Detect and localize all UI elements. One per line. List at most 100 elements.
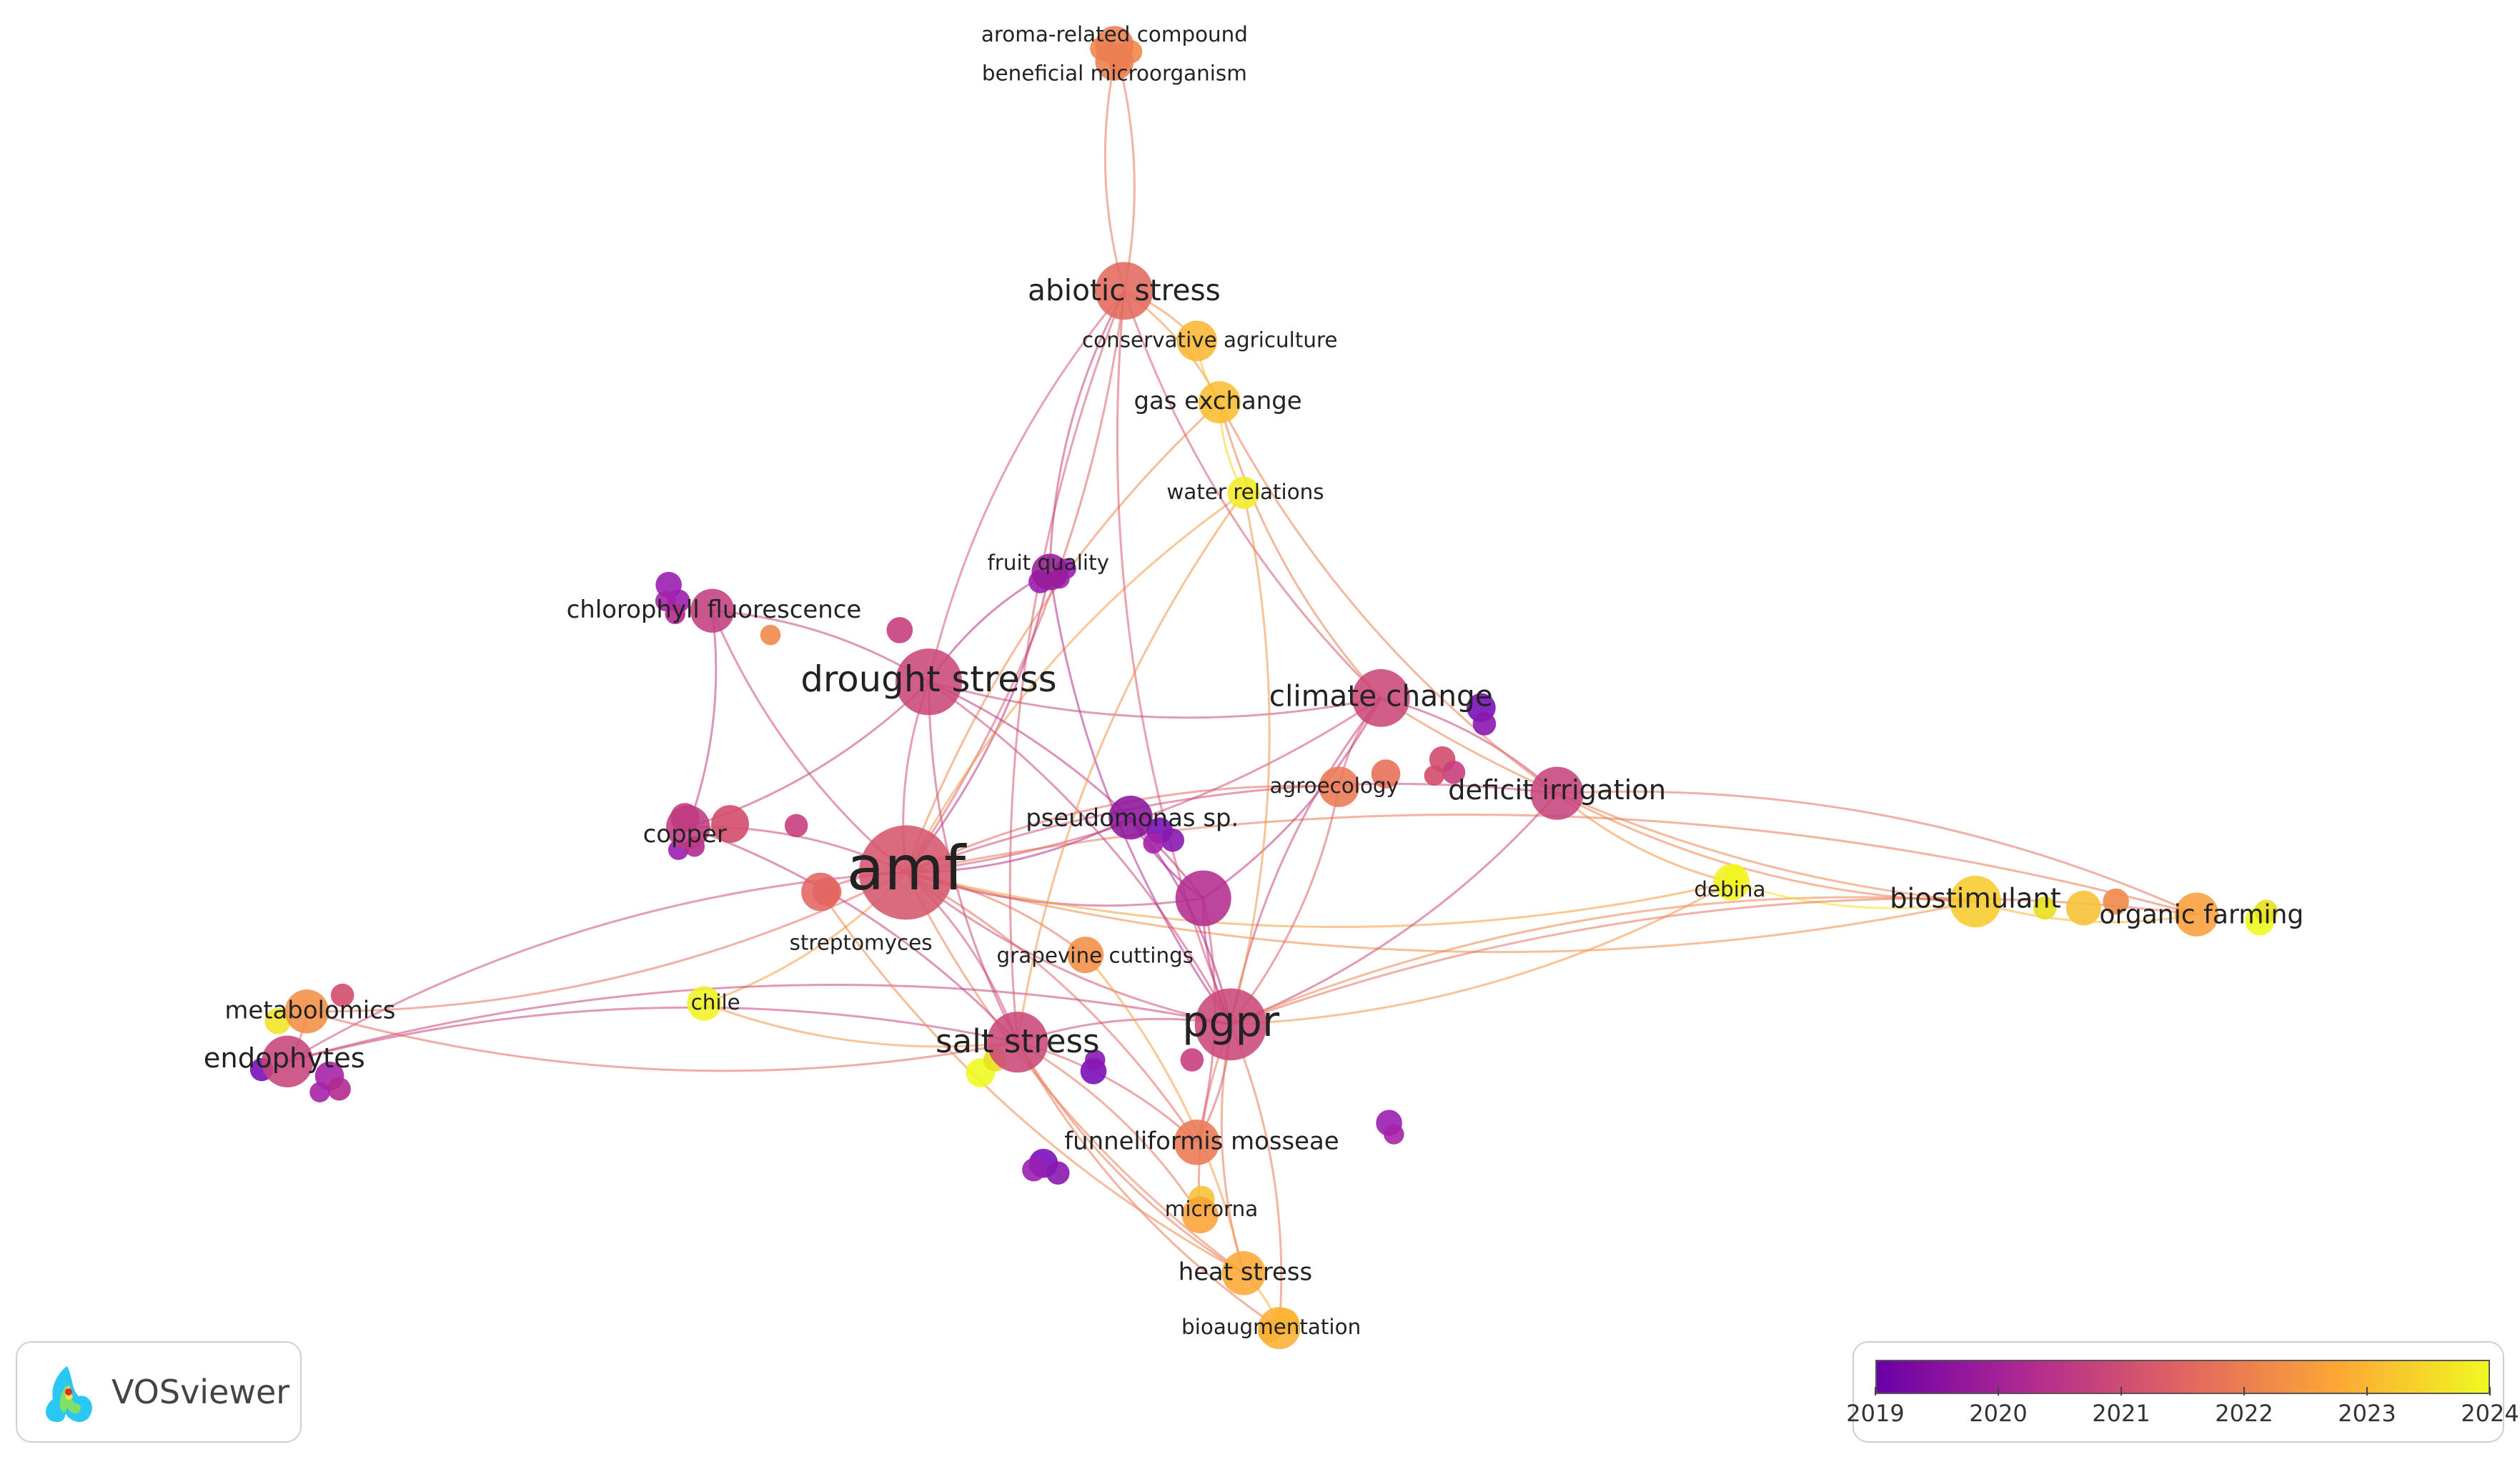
node-amf[interactable] xyxy=(858,825,953,920)
node-fruit_quality[interactable] xyxy=(1031,553,1068,591)
node-copper[interactable] xyxy=(666,805,710,849)
link-deficit_irrigation-organic_farming xyxy=(1557,790,2198,916)
label-organic_farming: organic farming xyxy=(2099,899,2303,929)
link-chlorophyll_fluorescence-copper xyxy=(687,611,718,828)
legend-year-label: 2020 xyxy=(1969,1400,2028,1427)
unlabeled-keyword-node[interactable] xyxy=(1371,759,1401,789)
unlabeled-keyword-node[interactable] xyxy=(2033,896,2057,920)
unlabeled-keyword-node[interactable] xyxy=(1046,1161,1070,1185)
node-grapevine_cuttings[interactable] xyxy=(1067,937,1104,974)
node-water_relations[interactable] xyxy=(1227,476,1260,509)
link-pgpr-bioaugmentation xyxy=(1229,1024,1283,1328)
label-gas_exchange: gas exchange xyxy=(1133,387,1301,415)
unlabeled-keyword-node[interactable] xyxy=(784,814,808,838)
link-abiotic_stress-climate_change xyxy=(1123,290,1382,699)
link-pgpr-drought_stress xyxy=(928,681,1232,1025)
label-microrna: microrna xyxy=(1165,1197,1259,1221)
link-salt_stress-copper xyxy=(688,826,1018,1043)
link-salt_stress-microrna xyxy=(1017,1041,1201,1216)
link-pgpr-debina xyxy=(1231,881,1732,1026)
link-abiotic_stress-fruit_quality xyxy=(1048,290,1126,573)
label-pgpr: pgpr xyxy=(1182,997,1280,1046)
node-pseudomonas_sp[interactable] xyxy=(1108,795,1153,840)
link-amf-water_relations xyxy=(905,492,1245,874)
label-biostimulant: biostimulant xyxy=(1890,882,2061,914)
legend-year-label: 2024 xyxy=(2461,1400,2519,1427)
app-name: VOSviewer xyxy=(111,1373,290,1411)
link-heat_stress-grapevine_cuttings xyxy=(1084,954,1245,1274)
node-drought_stress[interactable] xyxy=(895,648,963,716)
unlabeled-keyword-node[interactable] xyxy=(1424,765,1445,786)
unlabeled-keyword-node[interactable] xyxy=(1085,1049,1106,1070)
node-hub_center[interactable] xyxy=(1175,870,1231,927)
link-chile-salt_stress xyxy=(703,1002,1018,1048)
link-drought_stress-abiotic_stress xyxy=(928,290,1126,683)
unlabeled-keyword-node[interactable] xyxy=(1143,833,1164,854)
node-bioaugmentation[interactable] xyxy=(1258,1307,1301,1350)
label-chlorophyll_fluorescence: chlorophyll fluorescence xyxy=(567,596,862,623)
link-amf-climate_change xyxy=(906,697,1382,874)
node-deficit_irrigation[interactable] xyxy=(1530,766,1584,820)
node-chile[interactable] xyxy=(687,986,722,1021)
node-debina[interactable] xyxy=(1713,864,1750,901)
label-abiotic_stress: abiotic stress xyxy=(1028,273,1221,307)
node-pgpr[interactable] xyxy=(1194,988,1267,1061)
vosviewer-branding[interactable]: VOSviewer xyxy=(16,1341,302,1443)
node-biostimulant[interactable] xyxy=(1949,875,2002,928)
label-conservative_agriculture: conservative agriculture xyxy=(1082,327,1338,352)
label-chile: chile xyxy=(691,990,740,1014)
node-beneficial_microorganism[interactable] xyxy=(1095,41,1134,81)
label-climate_change: climate change xyxy=(1269,678,1493,713)
node-endophytes[interactable] xyxy=(262,1035,314,1087)
label-funneliformis_mosseae: funneliformis mosseae xyxy=(1064,1127,1339,1155)
unlabeled-keyword-node[interactable] xyxy=(2254,899,2278,923)
label-pseudomonas_sp: pseudomonas sp. xyxy=(1026,804,1239,831)
link-drought_stress-hub_center xyxy=(928,681,1204,899)
node-heat_stress[interactable] xyxy=(1221,1251,1266,1295)
unlabeled-keyword-node[interactable] xyxy=(1161,828,1185,852)
label-copper: copper xyxy=(643,820,727,848)
unlabeled-keyword-node[interactable] xyxy=(711,805,749,844)
unlabeled-keyword-node[interactable] xyxy=(309,1082,330,1102)
unlabeled-keyword-node[interactable] xyxy=(2103,888,2129,915)
link-amf-pgpr xyxy=(905,871,1231,1026)
node-salt_stress[interactable] xyxy=(987,1012,1048,1073)
link-water_relations-salt_stress xyxy=(1016,492,1245,1042)
unlabeled-keyword-node[interactable] xyxy=(760,624,781,646)
link-amf-debina xyxy=(906,871,1732,929)
node-microrna[interactable] xyxy=(1181,1196,1219,1234)
link-biostimulant-debina xyxy=(1731,881,1976,909)
node-chlorophyll_fluorescence[interactable] xyxy=(690,588,735,633)
legend-tick xyxy=(2366,1387,2368,1396)
label-grapevine_cuttings: grapevine cuttings xyxy=(996,943,1194,967)
unlabeled-keyword-node[interactable] xyxy=(1022,1157,1046,1182)
node-conservative_agriculture[interactable] xyxy=(1176,320,1217,362)
color-scale-bar xyxy=(1875,1360,2490,1394)
link-salt_stress-heat_stress xyxy=(1016,1041,1244,1275)
link-climate_change-gas_exchange xyxy=(1218,402,1382,699)
label-heat_stress: heat stress xyxy=(1179,1258,1312,1285)
unlabeled-keyword-node[interactable] xyxy=(1472,712,1497,736)
unlabeled-keyword-node[interactable] xyxy=(330,983,354,1007)
node-funneliformis_mosseae[interactable] xyxy=(1174,1119,1220,1165)
node-climate_change[interactable] xyxy=(1351,668,1410,727)
node-streptomyces[interactable] xyxy=(801,872,840,912)
node-metabolomics[interactable] xyxy=(284,989,329,1034)
node-agroecology[interactable] xyxy=(1319,766,1359,807)
node-organic_farming[interactable] xyxy=(2174,892,2219,937)
unlabeled-keyword-node[interactable] xyxy=(1384,1124,1404,1145)
label-debina: debina xyxy=(1694,877,1765,902)
link-amf-biostimulant xyxy=(906,871,1976,954)
unlabeled-keyword-node[interactable] xyxy=(264,1008,292,1034)
unlabeled-keyword-node[interactable] xyxy=(1180,1048,1204,1072)
unlabeled-keyword-node[interactable] xyxy=(886,617,913,643)
node-gas_exchange[interactable] xyxy=(1198,381,1241,424)
node-abiotic_stress[interactable] xyxy=(1095,262,1154,320)
legend-year-label: 2021 xyxy=(2092,1400,2151,1427)
unlabeled-keyword-node[interactable] xyxy=(327,1077,351,1101)
unlabeled-keyword-node[interactable] xyxy=(1442,761,1466,784)
unlabeled-keyword-node[interactable] xyxy=(665,603,685,625)
unlabeled-keyword-node[interactable] xyxy=(2065,890,2101,926)
